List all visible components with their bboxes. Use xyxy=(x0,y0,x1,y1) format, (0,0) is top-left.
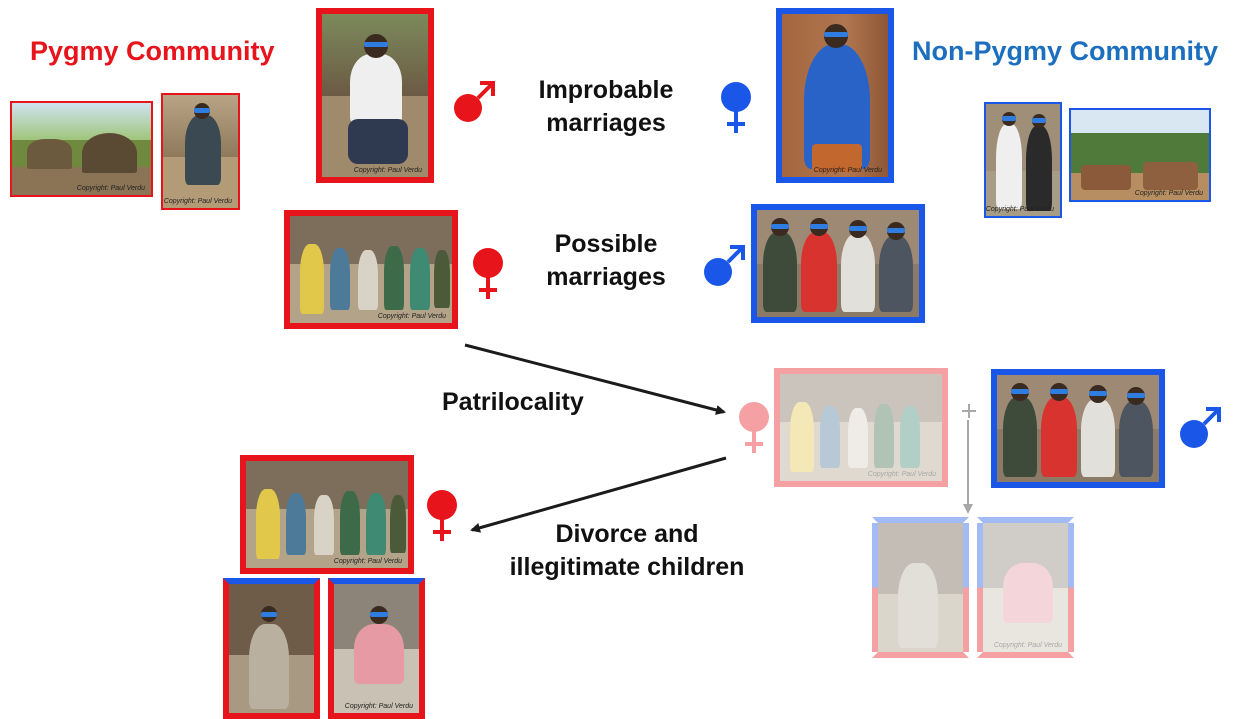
pygmy-village-photo: Copyright: Paul Verdu xyxy=(10,101,153,197)
female-symbol-icon xyxy=(734,400,774,456)
mixed-child-photo-pygmy-1 xyxy=(223,578,320,719)
female-symbol-icon xyxy=(422,488,462,544)
pygmy-person-photo-small: Copyright: Paul Verdu xyxy=(161,93,240,210)
non-pygmy-men-photo xyxy=(751,204,925,323)
non-pygmy-community-title: Non-Pygmy Community xyxy=(912,36,1219,66)
relocated-pygmy-women-photo: Copyright: Paul Verdu xyxy=(774,368,948,487)
photo-credit: Copyright: Paul Verdu xyxy=(333,558,402,565)
photo-credit: Copyright: Paul Verdu xyxy=(163,198,232,205)
male-symbol-icon xyxy=(700,242,748,290)
non-pygmy-couple-photo: Copyright: Paul Verdu xyxy=(984,102,1062,218)
female-symbol-icon xyxy=(468,246,508,302)
mixed-child-photo-1 xyxy=(872,517,969,658)
photo-credit: Copyright: Paul Verdu xyxy=(353,167,422,174)
pygmy-community-title: Pygmy Community xyxy=(30,36,275,66)
photo-credit: Copyright: Paul Verdu xyxy=(813,167,882,174)
patrilocality-label: Patrilocality xyxy=(442,388,584,416)
male-symbol-icon xyxy=(1176,404,1224,452)
photo-credit: Copyright: Paul Verdu xyxy=(867,471,936,478)
pygmy-women-photo: Copyright: Paul Verdu xyxy=(284,210,458,329)
non-pygmy-men-photo-union xyxy=(991,369,1165,488)
photo-credit: Copyright: Paul Verdu xyxy=(993,642,1062,649)
photo-credit: Copyright: Paul Verdu xyxy=(377,313,446,320)
mixed-child-photo-pygmy-2: Copyright: Paul Verdu xyxy=(328,578,425,719)
patrilocality-arrow xyxy=(464,343,726,415)
female-symbol-icon xyxy=(716,80,756,136)
returned-pygmy-women-photo: Copyright: Paul Verdu xyxy=(240,455,414,574)
divorce-label: Divorce and illegitimate children xyxy=(509,520,745,581)
divorce-arrow xyxy=(470,456,727,533)
non-pygmy-woman-photo: Copyright: Paul Verdu xyxy=(776,8,894,183)
non-pygmy-village-photo: Copyright: Paul Verdu xyxy=(1069,108,1211,202)
mixed-child-photo-2: Copyright: Paul Verdu xyxy=(977,517,1074,658)
possible-marriages-label: Possible marriages xyxy=(546,230,666,291)
male-symbol-icon xyxy=(450,78,498,126)
photo-credit: Copyright: Paul Verdu xyxy=(344,703,413,710)
pygmy-man-photo: Copyright: Paul Verdu xyxy=(316,8,434,183)
photo-credit: Copyright: Paul Verdu xyxy=(1134,190,1203,197)
improbable-marriages-label: Improbable marriages xyxy=(538,76,674,137)
photo-credit: Copyright: Paul Verdu xyxy=(76,185,145,192)
photo-credit: Copyright: Paul Verdu xyxy=(985,206,1054,213)
